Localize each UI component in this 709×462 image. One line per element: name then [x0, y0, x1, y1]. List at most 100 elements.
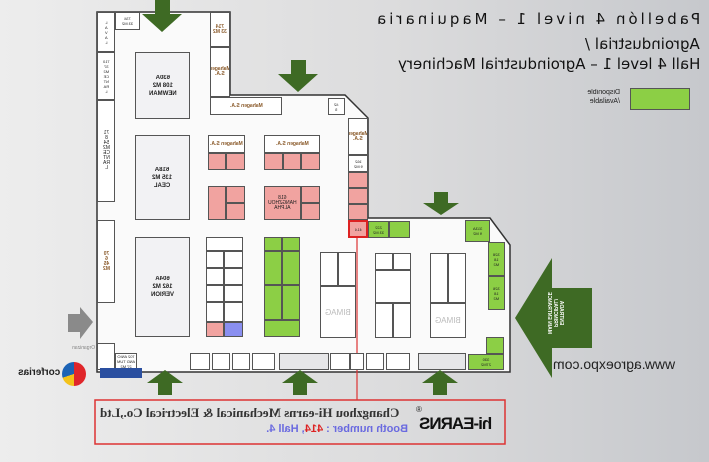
booth-white[interactable]: [190, 353, 210, 370]
booth-710-central[interactable]: 710 37 M2 CE NT RA L: [97, 52, 115, 100]
booth-green[interactable]: [264, 251, 282, 285]
booth-white[interactable]: [206, 237, 243, 251]
booth-630a-newman[interactable]: 630A 108 M2 NEWMAN: [135, 52, 190, 119]
exhibitor-booth-number: Booth number : 414, Hall 4.: [250, 423, 408, 435]
booth-white[interactable]: [320, 252, 338, 286]
legend-available-swatch: [630, 88, 690, 110]
arrow-up-icon: [147, 370, 183, 395]
booth-green[interactable]: [486, 337, 504, 354]
entrance-arrows: [142, 0, 592, 395]
booth-laval[interactable]: L A V A L: [97, 12, 115, 52]
booth-number-value: 414: [304, 423, 324, 435]
booth-pink[interactable]: [264, 153, 283, 170]
booth-pink[interactable]: [283, 153, 301, 170]
booth-white[interactable]: [393, 303, 411, 338]
corferias-logo-icon: [62, 362, 86, 386]
booth-pink[interactable]: [301, 186, 320, 203]
booth-313a[interactable]: 313A 9 M2: [465, 220, 490, 242]
booth-white[interactable]: [212, 353, 230, 370]
booth-green[interactable]: [264, 237, 282, 251]
booth-bimag[interactable]: BIMAG: [320, 286, 356, 338]
booth-number-suffix: , Hall 4.: [266, 423, 305, 435]
booth-pink[interactable]: [208, 153, 226, 170]
booth-white[interactable]: [430, 253, 448, 303]
booth-white[interactable]: [206, 285, 224, 302]
arrow-up-icon: [282, 370, 318, 395]
booth-white[interactable]: [350, 353, 364, 370]
booth-714[interactable]: 714 33 M2: [210, 12, 230, 47]
booth-gray[interactable]: [279, 353, 329, 370]
booth-pink[interactable]: [348, 204, 368, 220]
booth-blue[interactable]: [224, 322, 243, 337]
booth-bimag[interactable]: BIMAG: [430, 303, 466, 338]
booth-green[interactable]: [282, 251, 300, 285]
arrow-right-gray-icon: [68, 307, 93, 339]
booth-mahagen-block1[interactable]: Mahagen S.A.: [208, 135, 245, 153]
booth-mahagen-top[interactable]: Mahagen S.A.: [210, 47, 230, 97]
booth-white[interactable]: [375, 303, 393, 338]
booth-white[interactable]: [252, 353, 275, 370]
booth-pink[interactable]: [348, 172, 368, 188]
booth-white[interactable]: [232, 353, 250, 370]
booth-70-mahagen[interactable]: 70 6 45 M2: [97, 220, 115, 303]
booth-gray[interactable]: [418, 353, 466, 370]
booth-pink[interactable]: [226, 203, 245, 220]
arrow-down-icon: [278, 60, 318, 92]
booth-green[interactable]: [389, 221, 410, 238]
booth-white[interactable]: [375, 253, 393, 270]
arrow-up-icon: [422, 370, 458, 395]
booth-pink[interactable]: [301, 203, 320, 220]
booth-white[interactable]: [448, 253, 466, 303]
booth-left-bottom[interactable]: [97, 343, 115, 370]
booth-white[interactable]: [206, 268, 224, 285]
booth-white[interactable]: [224, 302, 243, 322]
booth-white[interactable]: [366, 353, 384, 370]
booth-green[interactable]: [264, 285, 282, 320]
booth-618a-ceal[interactable]: 618A 135 M2 CEAL: [135, 135, 190, 220]
main-entrance-label: ENTRADA PRINCIPAL/ MAIN ENTRANCE: [546, 292, 564, 334]
hall-title-line2: Agroindustrial /: [585, 35, 700, 53]
organizer-logo: [100, 368, 142, 378]
booth-222[interactable]: 222 33 M2: [368, 221, 389, 238]
booth-328[interactable]: 328 18 M2: [488, 242, 505, 276]
booth-white[interactable]: [206, 251, 224, 268]
registered-mark: ®: [416, 405, 422, 414]
booth-mahagen-block2[interactable]: Mahagen S.A.: [264, 135, 320, 153]
exhibitor-company-name: Changzhou Hi-earns Mechanical & Electric…: [100, 405, 400, 420]
booth-pink[interactable]: [226, 186, 245, 203]
booth-pink[interactable]: [348, 188, 368, 204]
booth-green[interactable]: [282, 237, 300, 251]
booth-pink[interactable]: [208, 186, 226, 220]
booth-white[interactable]: [386, 353, 410, 370]
booth-604a-verion[interactable]: 604A 162 M2 VERION: [135, 237, 190, 337]
booth-42[interactable]: 42 5: [328, 98, 345, 115]
booth-734[interactable]: 734 33 M2: [115, 12, 140, 30]
corferias-logo-text: corferias: [18, 367, 61, 378]
booth-green[interactable]: [282, 285, 300, 320]
booth-718-central[interactable]: 71 8 54 M2 CE NT RA L: [97, 100, 115, 202]
main-entrance-arrow-icon: [515, 258, 592, 378]
booth-330[interactable]: 330 27M2: [468, 354, 504, 370]
booth-mahagen-row[interactable]: Mahagen S.A.: [210, 97, 282, 115]
exhibitor-box: [94, 399, 506, 445]
booth-pink[interactable]: [206, 322, 224, 337]
booth-pink[interactable]: [226, 153, 245, 170]
booth-white[interactable]: [330, 353, 350, 370]
website-link[interactable]: www.agroexpo.com: [553, 356, 676, 372]
booth-white[interactable]: [338, 252, 356, 286]
booth-mahagen-right[interactable]: Mahagen S.A.: [348, 118, 368, 155]
booth-white[interactable]: [224, 285, 243, 302]
booth-white[interactable]: [393, 253, 411, 270]
booth-618-hangzhou-alpha[interactable]: 618 HANGZHOU ALPHA: [264, 186, 301, 220]
booth-414-highlighted[interactable]: 414: [348, 220, 368, 238]
booth-162[interactable]: 162 9 M2: [348, 155, 368, 172]
arrow-down-icon: [423, 192, 459, 215]
booth-number-prefix: Booth number :: [323, 423, 408, 435]
booth-white[interactable]: [224, 268, 243, 285]
booth-white[interactable]: [206, 302, 224, 322]
booth-326[interactable]: 326 18 M2: [488, 276, 505, 310]
booth-white[interactable]: [375, 270, 411, 303]
booth-pink[interactable]: [301, 153, 320, 170]
booth-white[interactable]: [224, 251, 243, 268]
booth-green[interactable]: [264, 320, 300, 337]
